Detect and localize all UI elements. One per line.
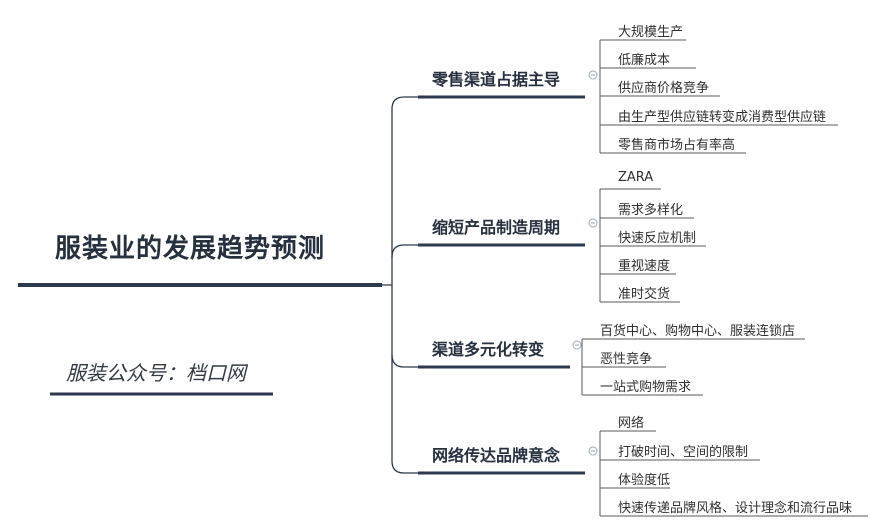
- branch-topic-label[interactable]: 零售渠道占据主导: [432, 70, 561, 89]
- leaf-topic-label[interactable]: 由生产型供应链转变成消费型供应链: [618, 110, 827, 125]
- branch-connector: [391, 96, 418, 110]
- branch-connector: [391, 244, 418, 258]
- watermark-text: 服装公众号：档口网: [66, 361, 246, 385]
- leaf-topic-label[interactable]: 快速传递品牌风格、设计理念和流行品味: [618, 501, 853, 516]
- leaf-topic-label[interactable]: 零售商市场占有率高: [618, 138, 736, 153]
- branch-topic-label[interactable]: 网络传达品牌意念: [432, 446, 561, 465]
- leaf-topic-label[interactable]: 恶性竞争: [600, 352, 653, 367]
- leaf-topic-label[interactable]: 供应商价格竞争: [618, 81, 710, 96]
- leaf-topic-label[interactable]: 体验度低: [618, 473, 671, 488]
- leaf-topic-label[interactable]: 需求多样化: [618, 203, 684, 218]
- branch-connector: [391, 460, 418, 474]
- leaf-topic-label[interactable]: 一站式购物需求: [600, 380, 692, 395]
- leaf-topic-label[interactable]: 大规模生产: [618, 25, 684, 40]
- trunk-connector: [382, 109, 393, 461]
- branch-connector: [391, 354, 418, 368]
- leaf-topic-label[interactable]: 打破时间、空间的限制: [618, 445, 749, 460]
- leaf-topic-label[interactable]: 百货中心、购物中心、服装连锁店: [600, 324, 796, 339]
- leaf-topic-label[interactable]: 重视速度: [618, 259, 671, 274]
- leaf-topic-label[interactable]: ZARA: [618, 170, 654, 185]
- leaf-topic-label[interactable]: 准时交货: [618, 287, 671, 302]
- branch-topic-label[interactable]: 缩短产品制造周期: [432, 218, 561, 237]
- leaf-topic-label[interactable]: 快速反应机制: [618, 231, 697, 246]
- leaf-topic-label[interactable]: 低廉成本: [618, 53, 671, 68]
- branch-topic-label[interactable]: 渠道多元化转变: [432, 340, 545, 359]
- leaf-topic-label[interactable]: 网络: [618, 416, 645, 431]
- root-topic-title[interactable]: 服装业的发展趋势预测: [55, 234, 326, 264]
